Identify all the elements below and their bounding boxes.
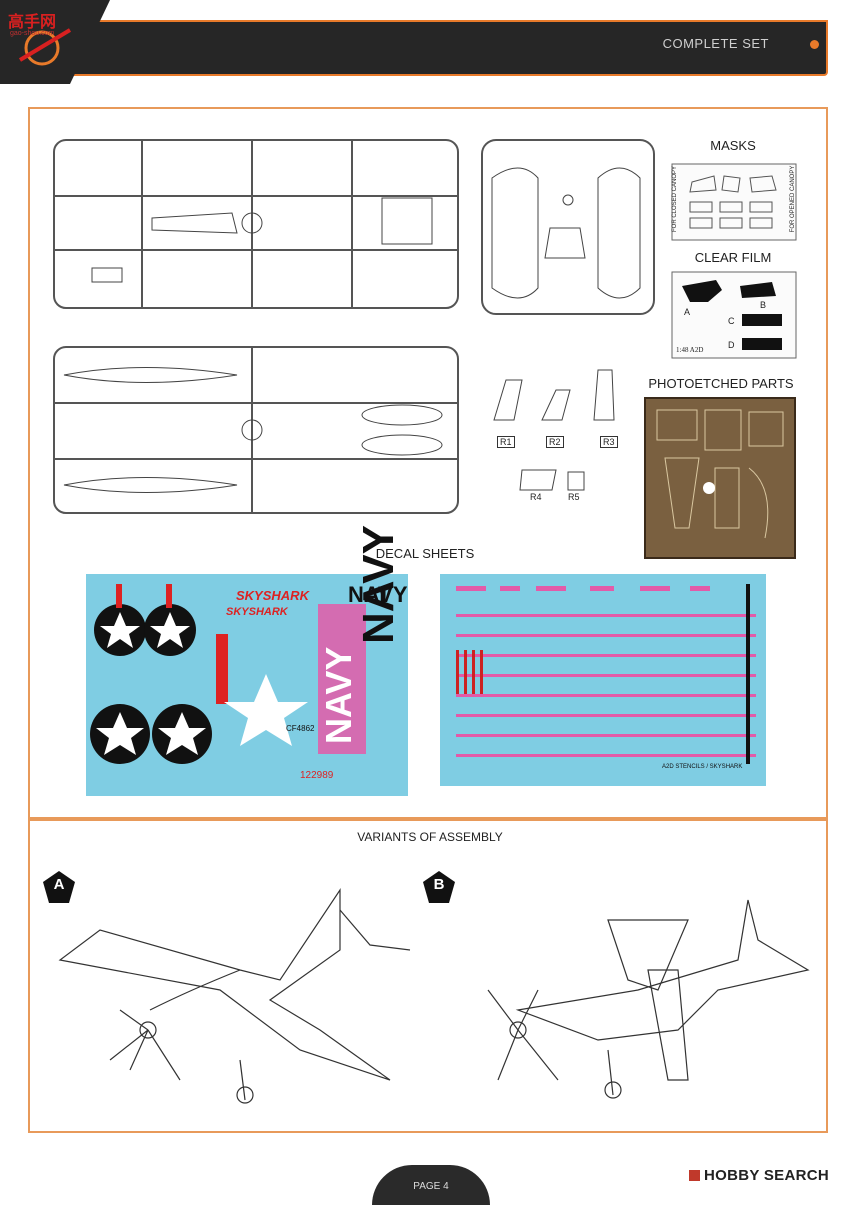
film-part-c: C — [728, 316, 735, 326]
decal-code: CF4862 — [286, 724, 315, 733]
aircraft-variant-a — [58, 888, 411, 1104]
watermark: HOBBY SEARCH — [688, 1167, 829, 1184]
site-logo: 高手网 gao-shou.com — [0, 0, 110, 84]
masks-heading: MASKS — [710, 138, 756, 153]
variant-a-label: A — [53, 876, 65, 893]
watermark-text: HOBBY SEARCH — [703, 1167, 829, 1184]
variants-heading: VARIANTS OF ASSEMBLY — [357, 830, 503, 844]
variant-b-label: B — [433, 876, 445, 893]
decal-markings-graphic — [90, 584, 366, 764]
decal-skyshark-text-2: SKYSHARK — [226, 606, 288, 618]
resin-label-r1: R1 — [497, 436, 515, 448]
film-part-b: B — [760, 300, 767, 310]
decal-stencils-text: A2D STENCILS / SKYSHARK — [662, 764, 743, 770]
variant-b-badge: B — [422, 870, 456, 904]
decal-navy-pink: NAVY — [318, 646, 359, 744]
clear-sprue — [481, 139, 655, 315]
top-frame — [28, 107, 828, 821]
decal-sheets-heading: DECAL SHEETS — [375, 546, 475, 561]
film-scale: 1:48 A2D — [676, 346, 704, 354]
photoetched-fret — [644, 397, 796, 559]
page-title: COMPLETE SET — [662, 36, 769, 51]
sprue-frame-2 — [53, 346, 459, 514]
header-bar — [60, 20, 828, 76]
clear-film-heading: CLEAR FILM — [694, 250, 772, 265]
decal-serial: 122989 — [300, 770, 334, 781]
bottom-frame — [28, 817, 828, 1133]
page-number: PAGE 4 — [413, 1181, 449, 1192]
decal-sheet-markings: SKYSHARK SKYSHARK NAVY NAVY NAVY 122989 … — [86, 525, 408, 796]
decal-stencils-graphic — [456, 584, 756, 764]
resin-label-r2: R2 — [546, 436, 564, 448]
variant-b-hex-icon — [423, 871, 455, 903]
logo-sub: gao-shou.com — [10, 30, 55, 37]
resin-label-r5: R5 — [568, 492, 580, 502]
clear-film-sheet — [671, 271, 797, 359]
variant-a-hex-icon — [43, 871, 75, 903]
logo-graphic — [0, 0, 110, 84]
aircraft-variant-b — [487, 899, 810, 1099]
variant-a-badge: A — [42, 870, 76, 904]
logo-text: 高手网 — [8, 14, 57, 31]
film-part-a: A — [684, 307, 691, 317]
masks-left-note: FOR CLOSED CANOPY — [672, 166, 678, 233]
decal-skyshark-text: SKYSHARK — [236, 588, 309, 603]
photoetched-heading: PHOTOETCHED PARTS — [648, 376, 794, 391]
film-part-d: D — [728, 340, 735, 350]
hobby-search-logo-icon — [688, 1170, 700, 1181]
masks-sheet — [671, 163, 797, 241]
resin-parts — [493, 369, 615, 491]
masks-right-note: FOR OPENED CANOPY — [790, 165, 796, 233]
decal-navy-small: NAVY — [348, 582, 408, 607]
header-dot-icon — [810, 40, 819, 49]
decal-sheet-stencils: A2D STENCILS / SKYSHARK — [440, 574, 766, 786]
sprue-frame-1 — [53, 139, 459, 309]
resin-label-r4: R4 — [530, 492, 542, 502]
resin-label-r3: R3 — [600, 436, 618, 448]
